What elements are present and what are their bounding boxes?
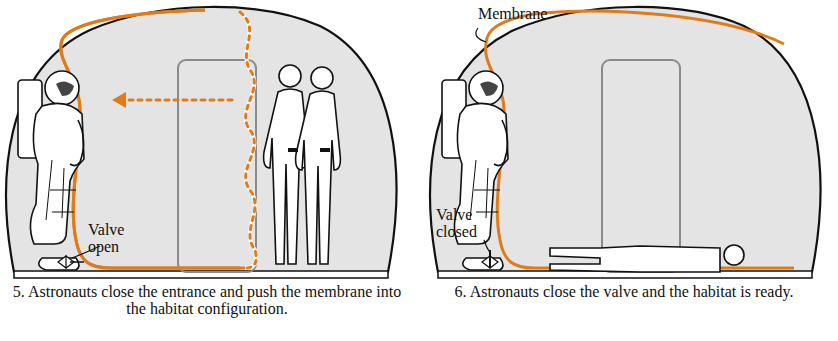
valve-label: Valve open	[88, 222, 132, 256]
person-figure	[264, 65, 341, 264]
caption-text: 6. Astronauts close the valve and the ha…	[424, 284, 824, 301]
membrane-label: Membrane	[478, 6, 588, 23]
person-figure	[550, 245, 744, 272]
valve-label: Valve closed	[436, 207, 492, 241]
caption-text: 5. Astronauts close the entrance and pus…	[12, 284, 402, 318]
